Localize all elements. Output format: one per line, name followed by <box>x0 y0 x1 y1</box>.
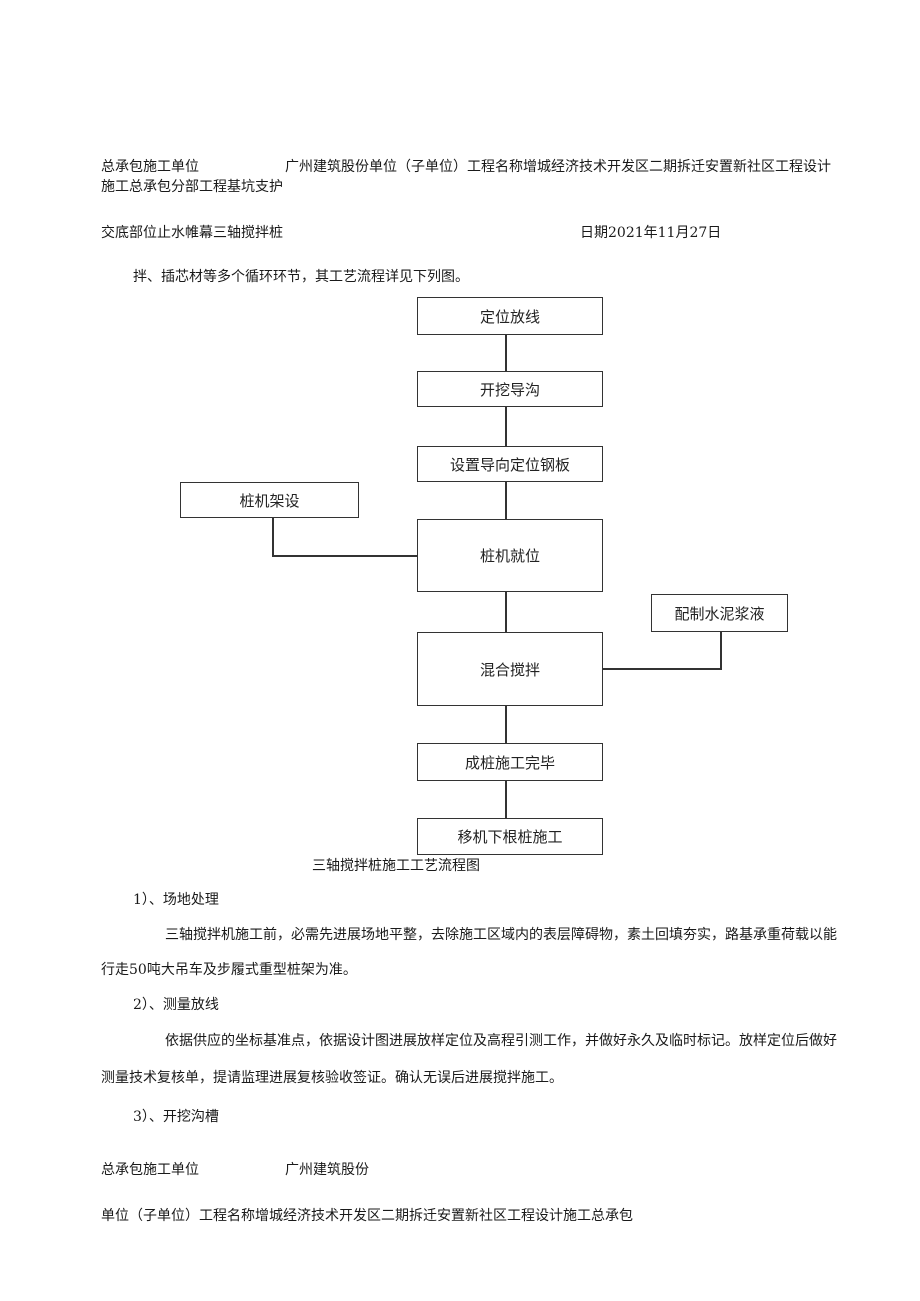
section-2-line-1: 依据供应的坐标基准点，依据设计图进展放样定位及高程引测工作，并做好永久及临时标记… <box>165 1033 837 1049</box>
flowchart-caption: 三轴搅拌桩施工工艺流程图 <box>312 858 480 874</box>
connector-line <box>603 668 722 670</box>
project-line-2: 施工总承包分部工程基坑支护 <box>101 179 283 195</box>
footer-label: 总承包施工单位 <box>101 1162 199 1178</box>
connector-line <box>720 632 722 669</box>
section-2-line-2: 测量技术复核单，提请监理进展复核验收签证。确认无误后进展搅拌施工。 <box>101 1070 563 1086</box>
connector-line <box>272 518 274 556</box>
footer-value: 广州建筑股份 <box>285 1162 369 1178</box>
connector-line <box>505 781 507 818</box>
date: 日期2021年11月27日 <box>580 225 722 241</box>
section-1-heading: 1）、场地处理 <box>133 892 219 908</box>
flow-step-5: 混合搅拌 <box>417 632 603 706</box>
connector-line <box>505 592 507 632</box>
section-1-line-2: 行走50吨大吊车及步履式重型桩架为准。 <box>101 962 357 978</box>
flow-step-1: 定位放线 <box>417 297 603 335</box>
section-3-heading: 3）、开挖沟槽 <box>133 1109 219 1125</box>
flow-side-right: 配制水泥浆液 <box>651 594 788 632</box>
footer-line-2: 单位（子单位）工程名称增城经济技术开发区二期拆迁安置新社区工程设计施工总承包 <box>101 1208 633 1224</box>
connector-line <box>272 555 417 557</box>
flow-side-left: 桩机架设 <box>180 482 359 518</box>
contractor-value: 广州建筑股份单位（子单位）工程名称增城经济技术开发区二期拆迁安置新社区工程设计 <box>285 159 831 175</box>
connector-line <box>505 482 507 519</box>
flow-step-7: 移机下根桩施工 <box>417 818 603 855</box>
connector-line <box>505 407 507 446</box>
flow-step-4: 桩机就位 <box>417 519 603 592</box>
intro-text: 拌、插芯材等多个循环环节，其工艺流程详见下列图。 <box>133 269 469 285</box>
connector-line <box>505 706 507 743</box>
flow-step-6: 成桩施工完毕 <box>417 743 603 781</box>
flow-step-2: 开挖导沟 <box>417 371 603 407</box>
contractor-label: 总承包施工单位 <box>101 159 199 175</box>
section-2-heading: 2）、测量放线 <box>133 997 219 1013</box>
section-1-line-1: 三轴搅拌机施工前，必需先进展场地平整，去除施工区域内的表层障碍物，素土回填夯实，… <box>165 927 837 943</box>
disclosure-location: 交底部位止水帷幕三轴搅拌桩 <box>101 225 283 241</box>
flow-step-3: 设置导向定位钢板 <box>417 446 603 482</box>
connector-line <box>505 335 507 371</box>
